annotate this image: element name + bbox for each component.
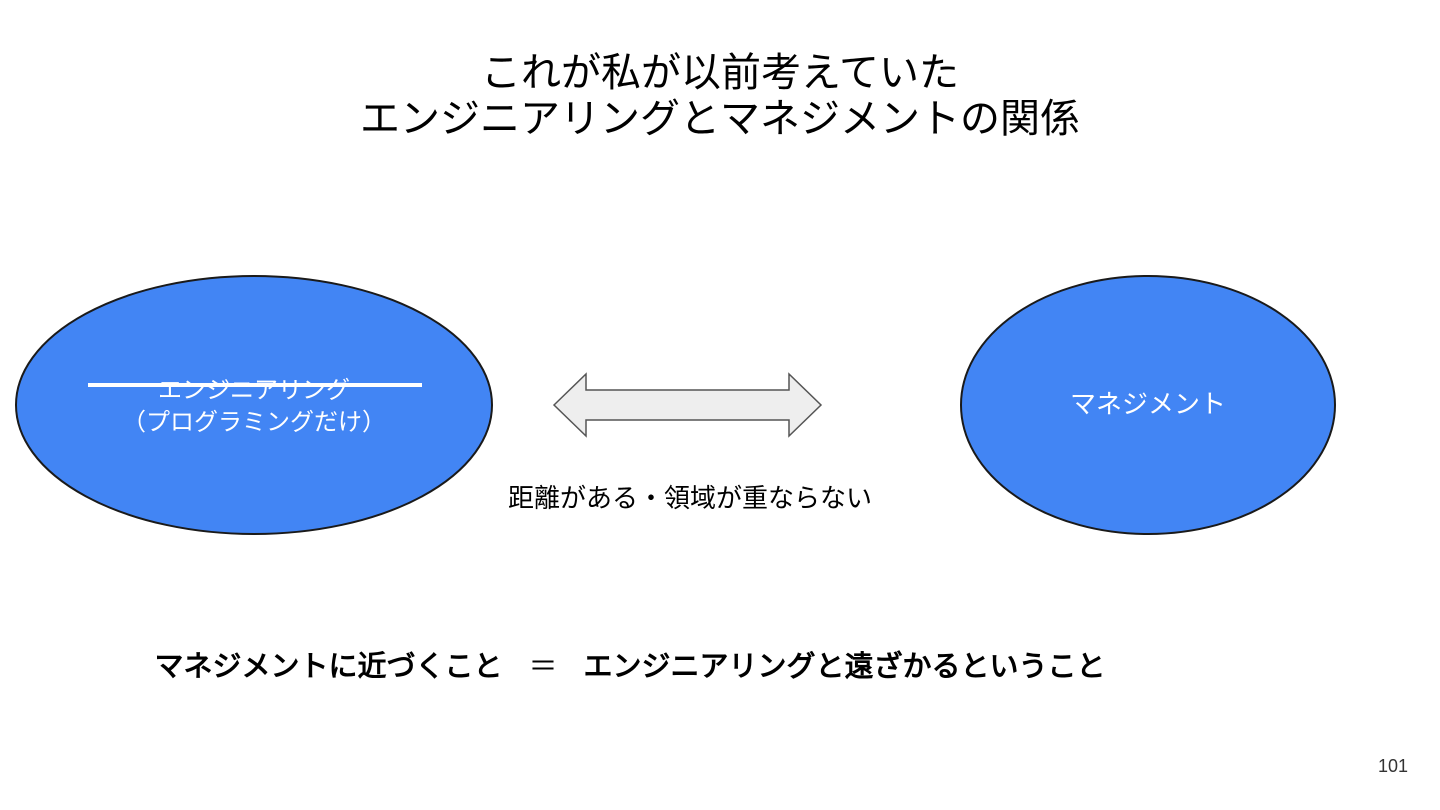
conclusion-statement: マネジメントに近づくこと ＝ エンジニアリングと遠ざかるということ — [0, 648, 1260, 684]
slide-title: これが私が以前考えていた エンジニアリングとマネジメントの関係 — [0, 50, 1440, 142]
engineering-label-line2: （プログラミングだけ） — [122, 408, 386, 436]
strikethrough-line — [88, 383, 422, 387]
engineering-label: エンジニアリング （プログラミングだけ） — [15, 374, 493, 438]
conclusion-right: エンジニアリングと遠ざかるということ — [583, 649, 1106, 683]
slide-title-line1: これが私が以前考えていた — [481, 50, 959, 96]
conclusion-equals: ＝ — [528, 649, 558, 683]
page-number: 101 — [1377, 756, 1408, 776]
management-label: マネジメント — [1069, 390, 1226, 420]
management-ellipse — [960, 275, 1336, 535]
conclusion-left: マネジメントに近づくこと — [154, 649, 503, 683]
engineering-ellipse — [15, 275, 493, 535]
arrow-caption: 距離がある・領域が重ならない — [507, 484, 872, 514]
double-arrow — [552, 372, 823, 438]
slide-title-line2: エンジニアリングとマネジメントの関係 — [360, 96, 1080, 142]
engineering-label-line1: エンジニアリング — [158, 376, 350, 404]
